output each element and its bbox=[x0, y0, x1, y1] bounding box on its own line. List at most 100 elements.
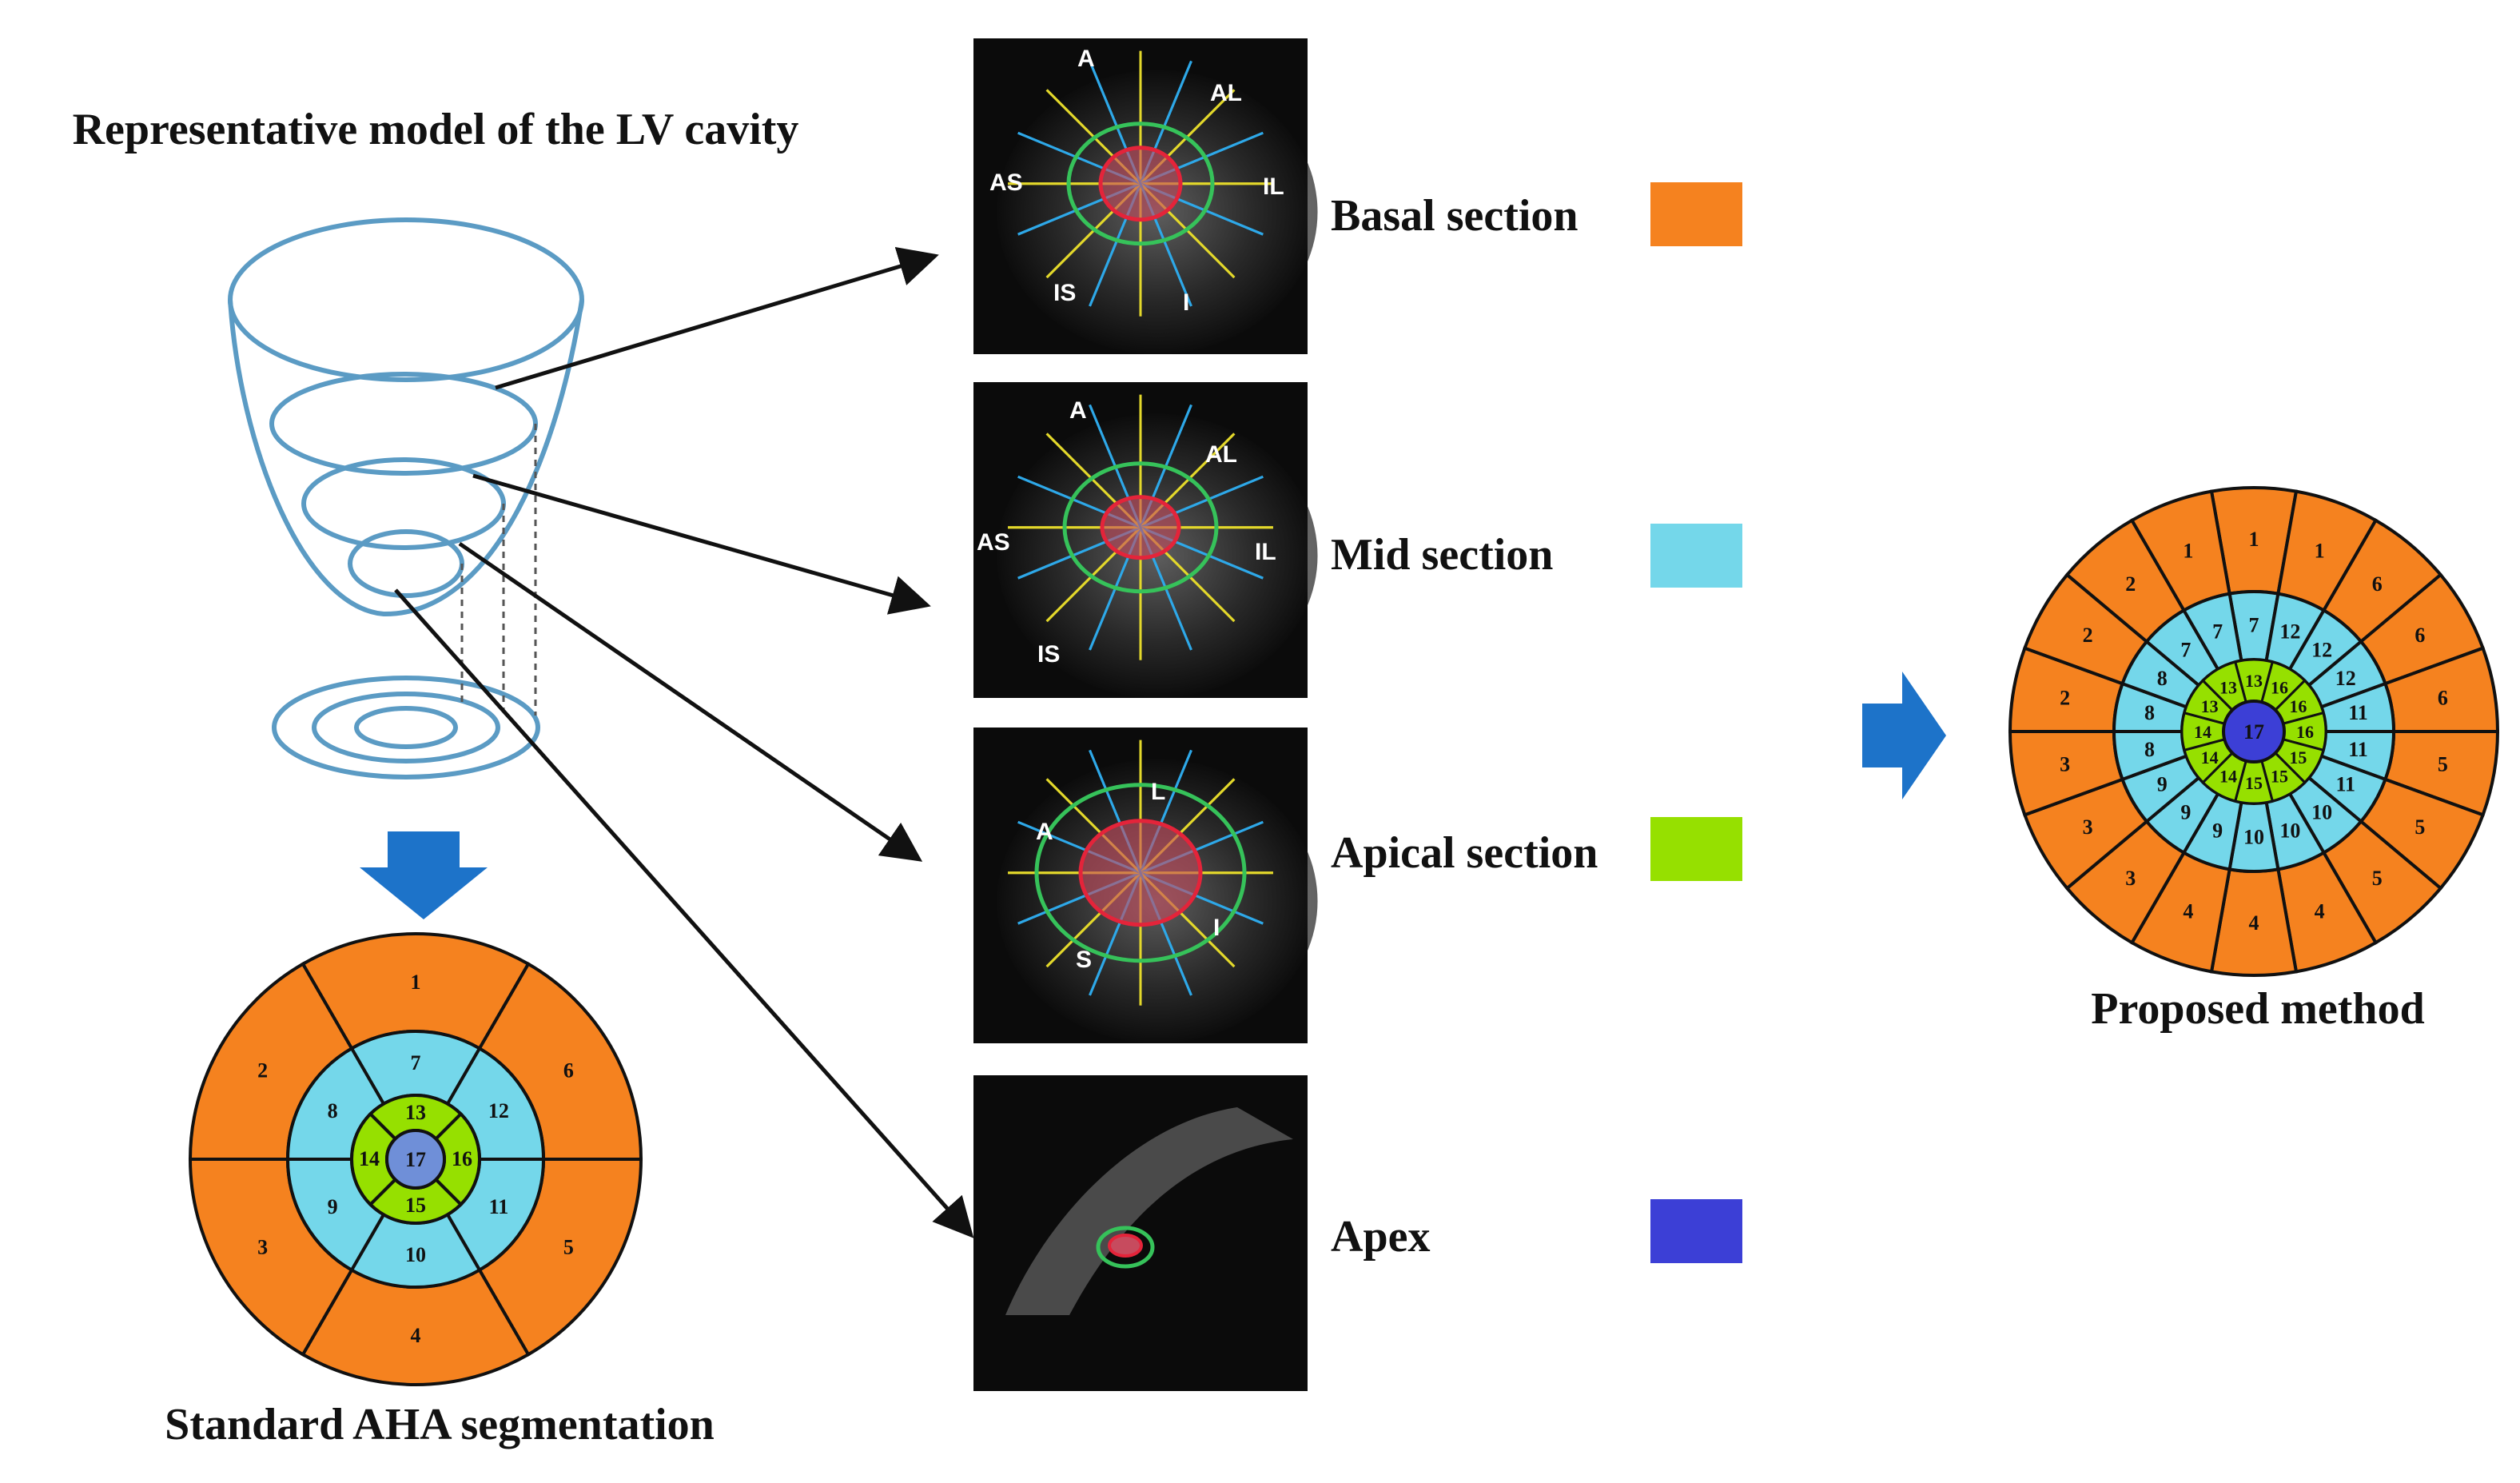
proposed-mid-segment-label: 9 bbox=[2157, 772, 2168, 795]
mid-swatch bbox=[1650, 524, 1742, 588]
proposed-mid-segment-label: 9 bbox=[2180, 801, 2191, 824]
mri-tissue bbox=[1005, 1107, 1293, 1315]
proposed-basal-segment-label: 3 bbox=[2125, 867, 2136, 890]
proposed-mid-segment-label: 10 bbox=[2311, 801, 2332, 824]
arrow-to-basal bbox=[495, 246, 939, 390]
arrow-to-mid bbox=[472, 473, 931, 615]
aha-apical-segment-label: 14 bbox=[359, 1147, 380, 1170]
projection-inner-ring bbox=[354, 706, 458, 749]
mri-orientation-label: I bbox=[1213, 915, 1220, 941]
aha-mid-segment-label: 11 bbox=[489, 1195, 509, 1218]
proposed-basal-segment-label: 2 bbox=[2060, 686, 2070, 709]
epicardial-contour bbox=[1062, 461, 1219, 594]
proposed-apical-segment-label: 15 bbox=[2271, 766, 2288, 786]
proposed-basal-segment-label: 4 bbox=[2315, 900, 2325, 923]
proposed-mid-segment-label: 9 bbox=[2212, 819, 2223, 843]
mri-orientation-label: IS bbox=[1053, 280, 1076, 306]
slice-arrows bbox=[394, 246, 974, 1238]
proposed-mid-segment-label: 11 bbox=[2335, 772, 2355, 795]
aha-basal-segment-label: 5 bbox=[563, 1236, 574, 1259]
proposed-apex-segment bbox=[2222, 700, 2286, 763]
right-arrow-icon bbox=[1862, 672, 1946, 799]
cone-top-ring bbox=[228, 217, 584, 382]
cone-apical-ring bbox=[348, 529, 464, 598]
proposed-basal-segment-label: 4 bbox=[2249, 911, 2259, 935]
proposed-apical-segment-label: 14 bbox=[2194, 722, 2211, 742]
proposed-apical-segment-label: 13 bbox=[2219, 678, 2237, 698]
aha-apical-segment-label: 13 bbox=[405, 1101, 426, 1124]
mri-orientation-label: IL bbox=[1263, 173, 1284, 200]
proposed-mid-segment-label: 12 bbox=[2279, 620, 2300, 643]
aha-mid-segment-label: 9 bbox=[328, 1195, 338, 1218]
mri-orientation-label: AS bbox=[989, 169, 1023, 196]
endocardial-contour bbox=[1078, 819, 1203, 927]
aha-apical-segment-label: 16 bbox=[452, 1147, 472, 1170]
aha-basal-segment-label: 3 bbox=[257, 1236, 268, 1259]
proposed-mid-segment-label: 12 bbox=[2311, 638, 2332, 661]
mri-mid: A AL IL IS AS bbox=[973, 382, 1318, 698]
mri-orientation-label: AS bbox=[977, 529, 1010, 556]
apical-swatch bbox=[1650, 817, 1742, 881]
mri-apex bbox=[973, 1075, 1308, 1391]
proposed-apical-segment-label: 15 bbox=[2245, 773, 2263, 793]
cone-outline bbox=[228, 299, 584, 617]
proposed-basal-segment-label: 6 bbox=[2438, 686, 2448, 709]
mri-orientation-label: A bbox=[1077, 46, 1095, 72]
mid-section-label: Mid section bbox=[1331, 530, 1553, 580]
proposed-basal-segment-label: 1 bbox=[2315, 539, 2325, 562]
mri-orientation-label: IS bbox=[1037, 641, 1060, 668]
mri-orientation-label: L bbox=[1151, 779, 1165, 805]
proposed-title: Proposed method bbox=[2091, 984, 2424, 1034]
down-arrow-icon bbox=[360, 831, 488, 919]
proposed-apex-label: 17 bbox=[2243, 720, 2264, 743]
mri-orientation-label: IL bbox=[1255, 539, 1276, 565]
proposed-mid-segment-label: 8 bbox=[2144, 738, 2155, 761]
proposed-mid-segment-label: 11 bbox=[2348, 738, 2368, 761]
proposed-basal-segment-label: 2 bbox=[2083, 624, 2093, 647]
proposed-basal-segment-label: 5 bbox=[2372, 867, 2383, 890]
proposed-basal-segment-label: 4 bbox=[2183, 900, 2193, 923]
arrow-to-apex bbox=[394, 588, 974, 1238]
aha-apex-label: 17 bbox=[405, 1148, 426, 1171]
proposed-apical-segment-label: 15 bbox=[2289, 747, 2307, 767]
aha-mid-segment-label: 7 bbox=[411, 1051, 421, 1074]
proposed-mid-segment-label: 7 bbox=[2180, 638, 2191, 661]
proposed-mid-segment-label: 7 bbox=[2212, 620, 2223, 643]
aha-mid-segment-label: 10 bbox=[405, 1243, 426, 1266]
aha-mid-segment-label: 8 bbox=[328, 1099, 338, 1122]
proposed-mid-segment-label: 8 bbox=[2157, 667, 2168, 690]
proposed-basal-segment-label: 3 bbox=[2060, 753, 2070, 776]
apical-section-label: Apical section bbox=[1331, 828, 1598, 878]
proposed-apical-segment-label: 13 bbox=[2245, 671, 2263, 691]
proposed-basal-segment-label: 2 bbox=[2125, 572, 2136, 596]
projection-outer-ring bbox=[272, 676, 540, 779]
proposed-basal-segment-label: 5 bbox=[2438, 753, 2448, 776]
endocardial-contour bbox=[1100, 495, 1181, 560]
projection-guides bbox=[460, 424, 537, 716]
basal-swatch bbox=[1650, 182, 1742, 246]
proposed-mid-segment-label: 12 bbox=[2335, 667, 2356, 690]
proposed-apical-segment-label: 14 bbox=[2201, 747, 2219, 767]
proposed-apical-segment-label: 16 bbox=[2296, 722, 2314, 742]
aha-basal-segment-label: 2 bbox=[257, 1059, 268, 1082]
proposed-basal-segment-label: 3 bbox=[2083, 815, 2093, 839]
mri-orientation-label: AL bbox=[1210, 80, 1242, 106]
proposed-basal-segment-label: 1 bbox=[2183, 539, 2193, 562]
epicardial-contour bbox=[1034, 783, 1247, 963]
mri-orientation-label: A bbox=[1069, 397, 1087, 424]
proposed-mid-segment-label: 8 bbox=[2144, 701, 2155, 724]
endocardial-contour bbox=[1098, 146, 1183, 222]
proposed-apical-segment-label: 16 bbox=[2289, 696, 2307, 716]
proposed-apical-segment-label: 13 bbox=[2201, 696, 2219, 716]
mri-orientation-label: AL bbox=[1205, 441, 1237, 468]
basal-section-label: Basal section bbox=[1331, 191, 1578, 241]
proposed-mid-segment-label: 11 bbox=[2348, 701, 2368, 724]
projection-mid-ring bbox=[312, 692, 500, 763]
lv-cavity-cone bbox=[228, 217, 584, 779]
proposed-mid-segment-label: 10 bbox=[2279, 819, 2300, 843]
